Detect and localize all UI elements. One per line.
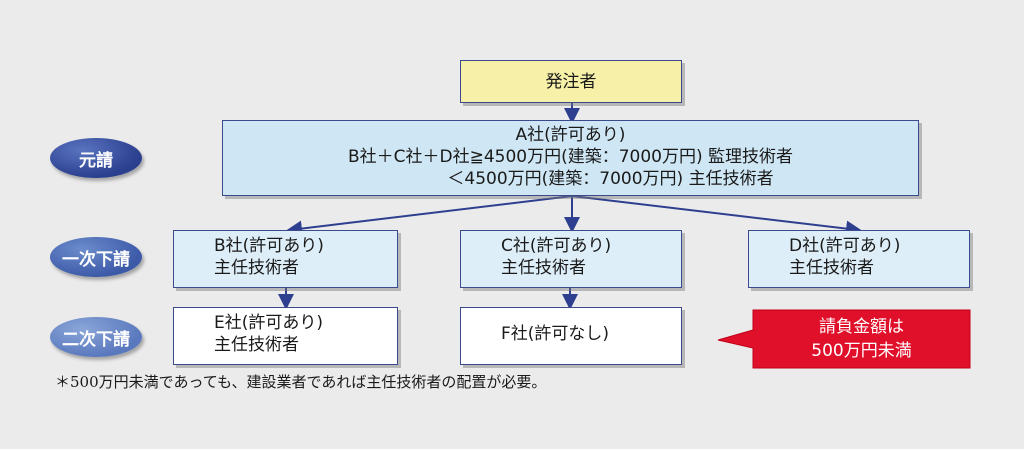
callout-line2: 500万円未満 — [811, 341, 912, 361]
footnote: ＊500万円未満であっても、建設業者であれば主任技術者の配置が必要。 — [55, 373, 547, 391]
second-sub-f-company: F社(許可なし) — [501, 324, 610, 344]
second-sub-f-box: F社(許可なし) — [460, 307, 682, 365]
callout-line1: 請負金額は — [819, 317, 904, 337]
second-sub-e-role: 主任技術者 — [214, 335, 299, 355]
prime-contractor-box: A社(許可あり) B社＋C社＋D社≧4500万円(建築：7000万円) 監理技術… — [222, 120, 919, 196]
first-sub-c-box: C社(許可あり) 主任技術者 — [460, 230, 682, 288]
amount-callout: 請負金額は 500万円未満 — [753, 310, 970, 368]
orderer-box: 発注者 — [460, 60, 682, 103]
prime-company-label: A社(許可あり) — [515, 125, 626, 145]
orderer-label: 発注者 — [545, 71, 597, 92]
first-sub-d-role: 主任技術者 — [789, 258, 874, 278]
tier-prime-label: 元請 — [50, 138, 142, 178]
arrow-a-to-b — [286, 195, 573, 237]
tier-second-sub-label: 二次下請 — [50, 317, 142, 357]
first-sub-d-company: D社(許可あり) — [789, 236, 901, 256]
second-sub-e-company: E社(許可あり) — [214, 313, 324, 333]
second-sub-e-box: E社(許可あり) 主任技術者 — [173, 307, 398, 365]
first-sub-b-box: B社(許可あり) 主任技術者 — [173, 230, 398, 288]
prime-condition-chief: ＜4500万円(建築：7000万円) 主任技術者 — [447, 169, 774, 189]
arrow-a-to-d — [571, 195, 862, 237]
first-sub-b-role: 主任技術者 — [214, 258, 299, 278]
tier-first-sub-label: 一次下請 — [50, 237, 142, 277]
first-sub-d-box: D社(許可あり) 主任技術者 — [748, 230, 970, 288]
prime-condition-supervising: B社＋C社＋D社≧4500万円(建築：7000万円) 監理技術者 — [347, 147, 794, 167]
first-sub-c-role: 主任技術者 — [501, 258, 586, 278]
first-sub-c-company: C社(許可あり) — [501, 236, 612, 256]
first-sub-b-company: B社(許可あり) — [214, 236, 324, 256]
